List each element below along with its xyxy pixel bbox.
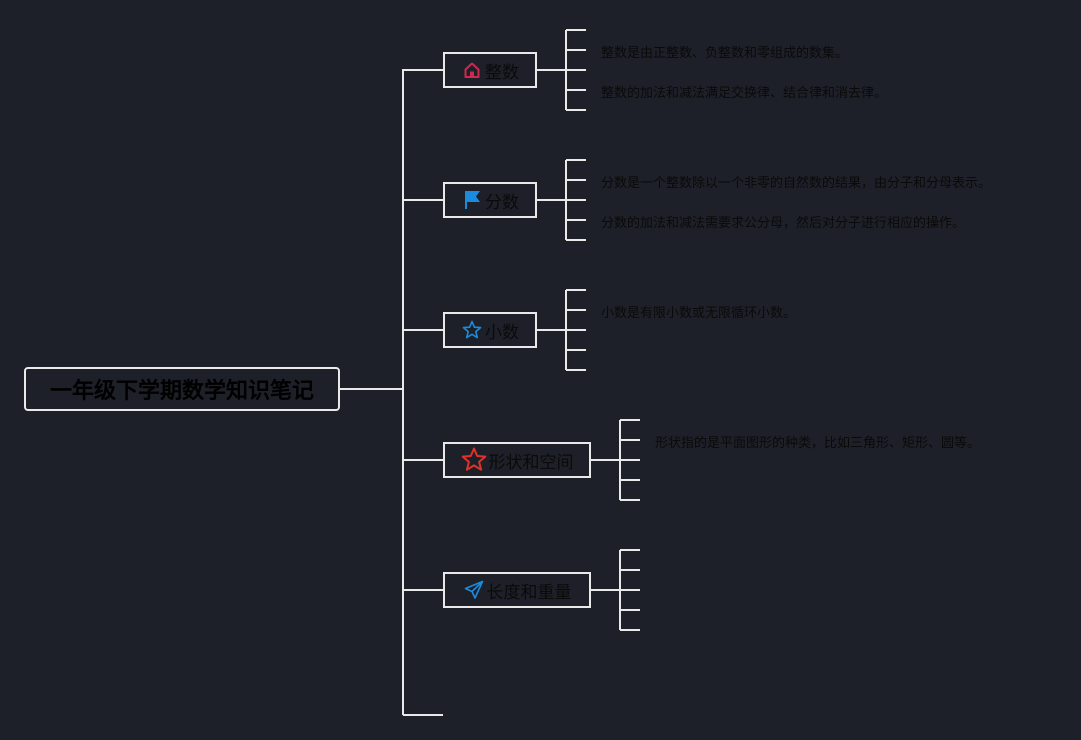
star-red-icon: [461, 447, 487, 473]
note-decimals-definition[interactable]: 小数是有限小数或无限循环小数。: [601, 306, 797, 321]
branch-decimals-label: 小数: [485, 322, 519, 343]
root-topic[interactable]: 一年级下学期数学知识笔记: [24, 367, 340, 411]
branch-length-weight-label: 长度和重量: [486, 582, 572, 603]
branch-length-weight[interactable]: 长度和重量: [443, 572, 591, 608]
note-shapes-definition[interactable]: 形状指的是平面图形的种类，比如三角形、矩形、圆等。: [655, 436, 981, 451]
flag-icon: [461, 189, 483, 211]
branch-fractions[interactable]: 分数: [443, 182, 537, 218]
branch-fractions-label: 分数: [485, 192, 519, 213]
note-integers-definition[interactable]: 整数是由正整数、负整数和零组成的数集。: [601, 46, 849, 61]
note-fractions-operations[interactable]: 分数的加法和减法需要求公分母，然后对分子进行相应的操作。: [601, 216, 966, 231]
branch-integers[interactable]: 整数: [443, 52, 537, 88]
note-integers-laws[interactable]: 整数的加法和减法满足交换律、结合律和消去律。: [601, 86, 888, 101]
home-icon: [461, 59, 483, 81]
star-outline-icon: [461, 319, 483, 341]
branch-shapes-space[interactable]: 形状和空间: [443, 442, 591, 478]
branch-decimals[interactable]: 小数: [443, 312, 537, 348]
branch-shapes-space-label: 形状和空间: [488, 452, 574, 473]
branch-integers-label: 整数: [485, 62, 519, 83]
send-icon: [463, 579, 485, 601]
note-fractions-definition[interactable]: 分数是一个整数除以一个非零的自然数的结果，由分子和分母表示。: [601, 176, 992, 191]
root-topic-label: 一年级下学期数学知识笔记: [49, 379, 314, 404]
